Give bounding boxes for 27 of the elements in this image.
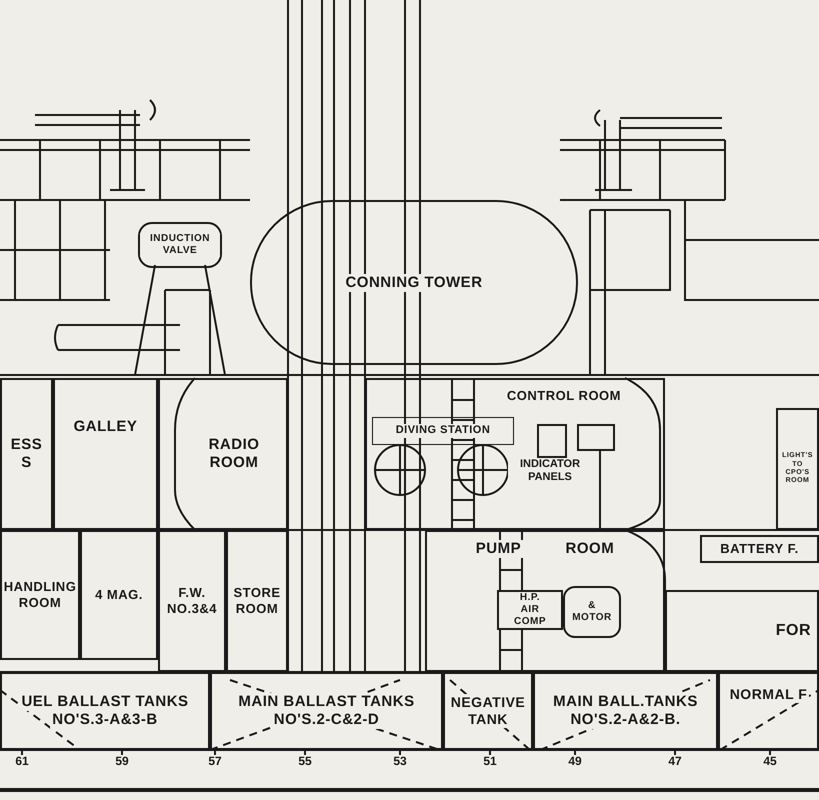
store-room-compartment: [226, 530, 288, 672]
conning-tower-hull: [250, 200, 578, 365]
forward-compartment: [665, 590, 819, 672]
radio-room-compartment: [158, 378, 288, 530]
compartment-label: NO'S.2-C&2-D: [272, 711, 382, 729]
compartment-label: CONNING TOWER: [343, 274, 485, 292]
compartment-label: DIVING STATION: [394, 424, 492, 438]
ballast-tank: [533, 672, 718, 750]
ballast-tank: [210, 672, 443, 750]
pump-room-compartment: [425, 530, 665, 672]
induction-valve-housing: [138, 222, 222, 268]
mess-compartment: [0, 378, 53, 530]
compartment-label: MAIN BALL.TANKS: [551, 693, 700, 711]
compartment-label: INDUCTION VALVE: [140, 233, 220, 257]
motor-block: [563, 586, 621, 638]
battery-compartment: [700, 535, 819, 563]
handling-room-compartment: [0, 530, 80, 660]
fuel-tank: [718, 672, 819, 750]
galley-compartment: [53, 378, 158, 530]
lights-cabinet: [776, 408, 819, 530]
compartment-label: MAIN BALLAST TANKS: [236, 693, 417, 711]
fresh-water-tank: [158, 530, 226, 672]
ballast-tank: [0, 672, 210, 750]
diving-station-enclosure: [372, 417, 514, 445]
compartment-label: NORMAL F: [728, 686, 810, 703]
magazine-compartment: [80, 530, 158, 660]
negative-tank: [443, 672, 533, 750]
